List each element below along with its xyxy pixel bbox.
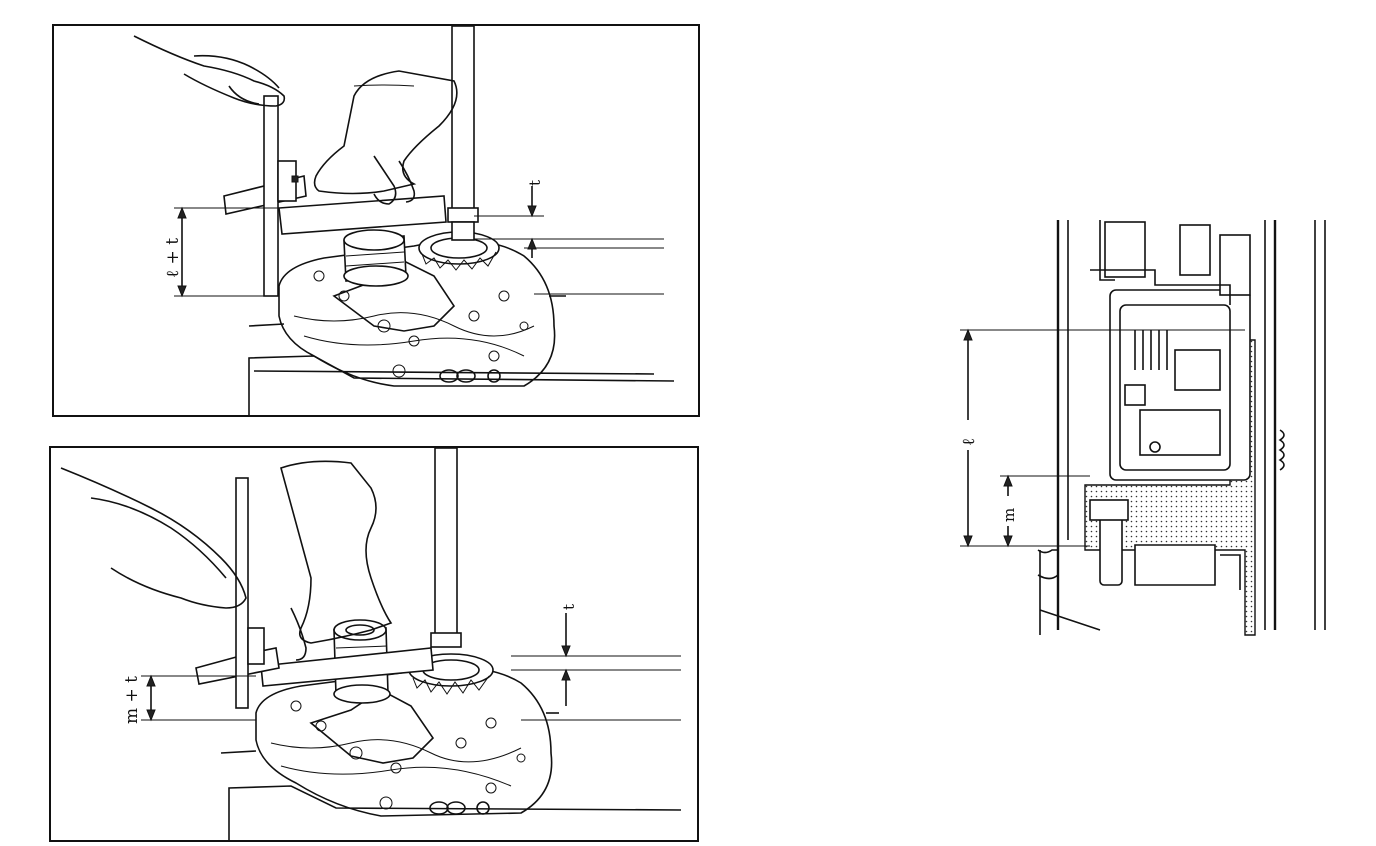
depth-gauge bbox=[223, 95, 307, 297]
label-l: ℓ bbox=[959, 438, 979, 446]
dimension-l-plus-t bbox=[174, 206, 279, 298]
straight-edge-bottom bbox=[260, 647, 434, 687]
label-l-plus-t: ℓ + t bbox=[163, 238, 183, 278]
label-m: m bbox=[1000, 508, 1018, 522]
depth-gauge-illustration-bottom: m + t t bbox=[60, 448, 682, 840]
dimension-t-top bbox=[474, 186, 544, 258]
label-m-plus-t: m + t bbox=[122, 676, 142, 724]
label-t-top: t bbox=[526, 180, 544, 186]
straight-edge bbox=[278, 195, 447, 235]
cross-section-drawing: ℓ m bbox=[959, 220, 1326, 636]
cross-section-view: ℓ m bbox=[940, 210, 1340, 650]
depth-gauge-bottom bbox=[195, 477, 280, 709]
hand-left bbox=[133, 35, 286, 107]
dimension-l bbox=[963, 328, 973, 548]
lower-components bbox=[1037, 499, 1241, 631]
clutch-pack bbox=[1109, 289, 1251, 481]
dimension-t-bottom bbox=[561, 613, 571, 706]
hand-right-bottom bbox=[280, 460, 393, 644]
base-block-bottom bbox=[228, 785, 682, 840]
transmission-case-bottom bbox=[255, 666, 553, 817]
dimension-m bbox=[1003, 474, 1013, 548]
upper-components bbox=[1090, 220, 1251, 305]
dimension-m-plus-t bbox=[141, 674, 256, 722]
input-shaft bbox=[447, 26, 479, 241]
measurement-panel-top: ℓ + t t bbox=[52, 24, 700, 417]
measurement-panel-bottom: m + t t bbox=[49, 446, 699, 842]
hand-right bbox=[313, 70, 458, 195]
input-shaft-bottom bbox=[430, 448, 462, 648]
transmission-case bbox=[278, 239, 556, 387]
depth-gauge-illustration-top: ℓ + t t bbox=[133, 26, 675, 415]
drum-component bbox=[343, 229, 409, 287]
hand-left-bottom bbox=[60, 467, 247, 609]
label-t-bottom: t bbox=[560, 604, 578, 610]
